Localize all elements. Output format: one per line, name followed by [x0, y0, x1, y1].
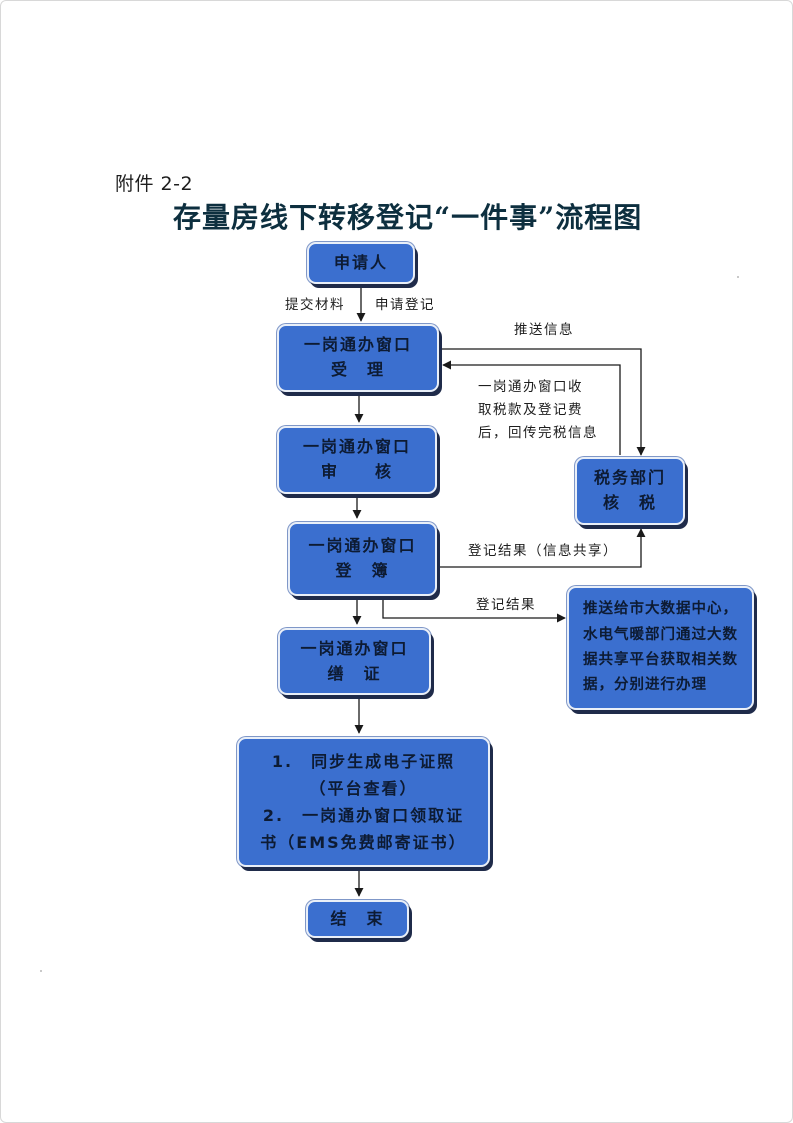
- node-tax: 税务部门 核 税: [575, 457, 685, 525]
- label-reg-result: 登记结果: [476, 597, 536, 613]
- arrow-register-to-bigdata: [382, 599, 566, 623]
- node-end: 结 束: [306, 900, 409, 938]
- label-reg-result-shared: 登记结果（信息共享）: [468, 543, 618, 559]
- scan-speck: [737, 276, 739, 278]
- arrow-tax-return-to-accept: [442, 360, 621, 455]
- node-final: 1. 同步生成电子证照 （平台查看） 2. 一岗通办窗口领取证 书（EMS免费邮…: [237, 737, 490, 867]
- node-applicant: 申请人: [307, 242, 415, 284]
- node-accept: 一岗通办窗口 受 理: [277, 324, 439, 392]
- label-push-info: 推送信息: [514, 322, 574, 338]
- page-title: 存量房线下转移登记“一件事”流程图: [173, 201, 643, 234]
- arrow-push-to-tax: [440, 348, 646, 456]
- attachment-label: 附件 2-2: [115, 173, 194, 195]
- node-certificate: 一岗通办窗口 缮 证: [278, 628, 431, 695]
- label-submit-materials: 提交材料: [285, 297, 345, 313]
- node-review: 一岗通办窗口 审 核: [277, 426, 437, 494]
- node-bigdata: 推送给市大数据中心， 水电气暖部门通过大数 据共享平台获取相关数 据，分别进行办…: [567, 586, 754, 710]
- label-tax-return: 一岗通办窗口收 取税款及登记费 后，回传完税信息: [478, 379, 598, 441]
- node-register: 一岗通办窗口 登 簿: [288, 522, 437, 596]
- scan-speck: [40, 970, 42, 972]
- label-apply-registration: 申请登记: [375, 297, 435, 313]
- arrow-register-to-tax: [439, 528, 646, 568]
